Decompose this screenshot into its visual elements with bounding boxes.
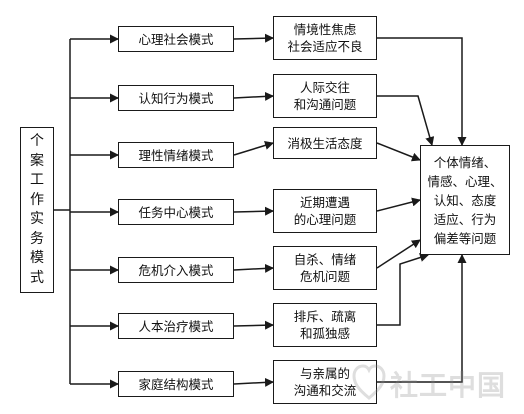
outcome-box: 个体情绪、 情感、心理、 认知、态度 适应、行为 偏差等问题 <box>420 145 510 255</box>
watermark-text: 社工中国 <box>390 369 507 402</box>
problem-box-cognitive-behavioral: 人际交往 和沟通问题 <box>273 74 377 118</box>
problem-arrow <box>233 33 274 43</box>
problem-label: 排斥、疏离 和孤独感 <box>293 309 357 341</box>
outcome-arrow <box>377 253 429 326</box>
problem-arrow <box>233 377 274 387</box>
watermark-logo: 社工中国 <box>352 360 512 406</box>
model-label: 任务中心模式 <box>138 204 214 220</box>
problem-label: 近期遭遇 的心理问题 <box>293 195 357 227</box>
model-box-task-centered: 任务中心模式 <box>118 199 234 225</box>
model-box-family-structural: 家庭结构模式 <box>118 371 234 397</box>
model-box-rational-emotive: 理性情绪模式 <box>118 142 234 168</box>
problem-label: 与亲属的 沟通和交流 <box>293 366 357 398</box>
model-label: 心理社会模式 <box>138 31 214 47</box>
outcome-arrow <box>377 95 435 146</box>
outcome-arrow <box>377 254 467 383</box>
outcome-label: 个体情绪、 情感、心理、 认知、态度 适应、行为 偏差等问题 <box>427 154 503 246</box>
problem-label: 自杀、情绪 危机问题 <box>293 252 357 284</box>
problem-arrow <box>233 320 274 330</box>
outcome-arrow <box>376 142 421 162</box>
problem-label: 人际交往 和沟通问题 <box>293 80 357 112</box>
problem-arrow <box>233 263 274 273</box>
problem-box-psychosocial: 情境性焦虑 社会适应不良 <box>273 16 377 60</box>
model-box-crisis-intervention: 危机介入模式 <box>118 257 234 283</box>
problem-arrow <box>233 91 274 101</box>
model-label: 危机介入模式 <box>138 262 214 278</box>
root-label: 个案工作实务模式 <box>30 133 44 286</box>
model-label: 认知行为模式 <box>138 90 214 106</box>
model-label: 家庭结构模式 <box>138 376 214 392</box>
problem-box-crisis-intervention: 自杀、情绪 危机问题 <box>273 246 377 290</box>
problem-label: 情境性焦虑 社会适应不良 <box>287 22 363 54</box>
model-box-person-centered: 人本治疗模式 <box>118 313 234 339</box>
outcome-arrow <box>376 239 421 269</box>
model-box-cognitive-behavioral: 认知行为模式 <box>118 85 234 111</box>
problem-box-family-structural: 与亲属的 沟通和交流 <box>273 360 377 404</box>
model-box-psychosocial: 心理社会模式 <box>118 26 234 52</box>
problem-box-person-centered: 排斥、疏离 和孤独感 <box>273 303 377 347</box>
problem-box-rational-emotive: 消极生活态度 <box>273 127 377 159</box>
root-box: 个案工作实务模式 <box>20 127 54 293</box>
problem-label: 消极生活态度 <box>287 135 363 151</box>
model-label: 人本治疗模式 <box>138 318 214 334</box>
outcome-arrow <box>377 37 467 146</box>
problem-arrow <box>233 206 274 216</box>
model-label: 理性情绪模式 <box>138 147 214 163</box>
outcome-arrow <box>376 197 421 212</box>
problem-arrow <box>233 141 274 156</box>
heart-logo-icon <box>352 364 386 400</box>
problem-box-task-centered: 近期遭遇 的心理问题 <box>273 189 377 233</box>
